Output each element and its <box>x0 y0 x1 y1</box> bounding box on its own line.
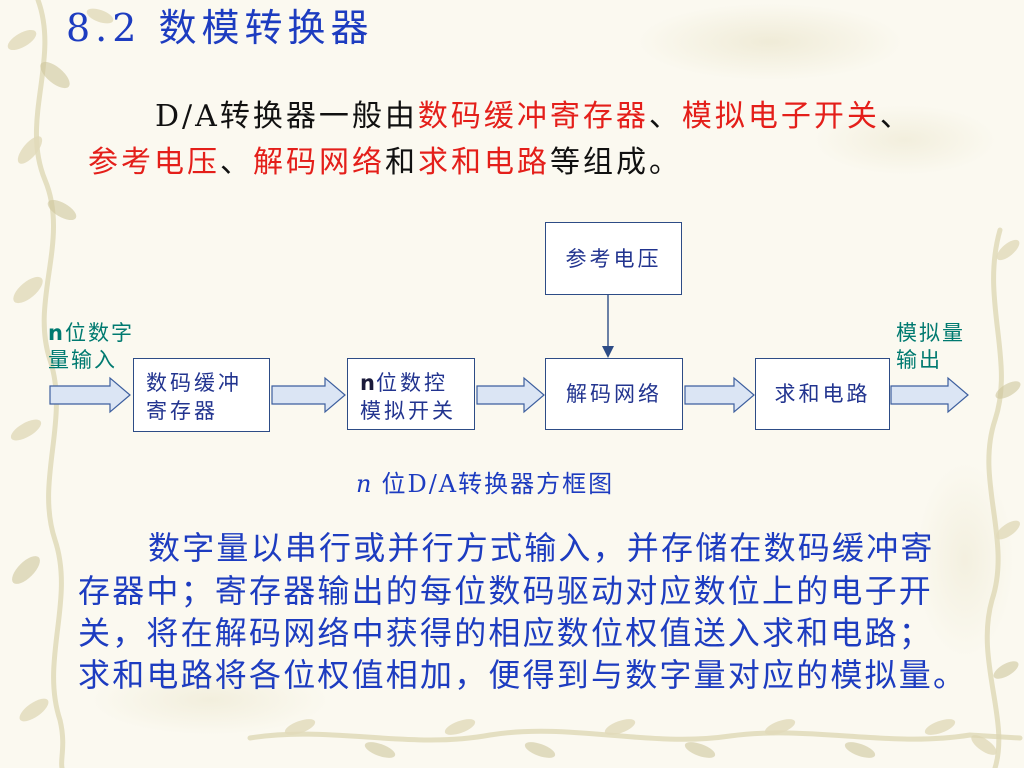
analog-switch-label-line-1: n位数控 <box>360 369 474 397</box>
leaf <box>971 735 997 755</box>
leaf <box>17 136 43 164</box>
leaf <box>995 381 1021 399</box>
intro-text: 和 <box>385 145 418 180</box>
leaf <box>993 661 1019 679</box>
input-label-line-1: n位数字 <box>48 320 134 347</box>
intro-term: 解码网络 <box>253 145 385 180</box>
leaf <box>524 742 556 758</box>
leaf <box>86 8 114 24</box>
leaf <box>684 742 716 758</box>
leaf <box>764 719 796 735</box>
reference-voltage-label: 参考电压 <box>565 246 662 271</box>
body-line: 求和电路将各位权值相加，便得到与数字量对应的模拟量。 <box>78 656 968 694</box>
leaf <box>12 556 40 584</box>
leaf <box>47 199 77 221</box>
intro-text: 、 <box>648 99 682 134</box>
leaf <box>19 698 49 722</box>
slide-title: 8.2 数模转换器 <box>66 6 374 50</box>
bottom-vine <box>247 719 1023 758</box>
leaf <box>10 419 42 441</box>
right-vine-stem <box>984 227 1004 768</box>
buffer-register-box: 数码缓冲 寄存器 <box>133 358 270 432</box>
decoder-network-box: 解码网络 <box>545 358 683 430</box>
leaf <box>284 719 316 735</box>
intro-text: 、 <box>220 145 253 180</box>
buffer-register-label-line-1: 数码缓冲 <box>146 371 242 395</box>
output-label: 模拟量 输出 <box>896 320 965 374</box>
intro-term: 模拟电子开关 <box>681 99 880 134</box>
input-label-text: 位数字 <box>64 321 134 345</box>
leaf <box>844 742 876 758</box>
intro-term: 求和电路 <box>418 145 550 180</box>
intro-line-2: 参考电压、解码网络和求和电路等组成。 <box>88 142 682 184</box>
input-label-line-2: 量输入 <box>48 348 117 372</box>
leaf <box>444 719 476 735</box>
leaf <box>364 742 396 758</box>
input-arrow <box>49 376 131 414</box>
reference-to-decoder-arrowhead <box>602 346 614 358</box>
right-vine <box>971 227 1021 768</box>
analog-switch-box: n位数控 模拟开关 <box>347 358 475 430</box>
leaf <box>996 239 1020 261</box>
caption-text: 位D/A转换器方框图 <box>381 470 615 498</box>
body-line: 关，将在解码网络中获得的相应数位权值送入求和电路； <box>78 614 934 652</box>
intro-term: 参考电压 <box>88 145 220 180</box>
summing-circuit-box: 求和电路 <box>755 358 890 430</box>
intro-text: 等组成。 <box>550 145 682 180</box>
output-arrow <box>890 376 969 414</box>
leaf <box>7 29 37 51</box>
analog-switch-variable: n <box>360 371 375 395</box>
output-label-line-1: 模拟量 <box>896 321 965 345</box>
summing-circuit-label: 求和电路 <box>774 382 871 406</box>
decoder-to-sum-arrow <box>684 376 755 414</box>
intro-term: 数码缓冲寄存器 <box>417 99 649 134</box>
bottom-vine-stem <box>247 728 1023 743</box>
body-line: 数字量以串行或并行方式输入，并存储在数码缓冲寄 <box>148 529 935 567</box>
switch-to-decoder-arrow <box>476 376 545 414</box>
analog-switch-label-line-2: 模拟开关 <box>360 399 456 423</box>
leaf <box>40 61 70 89</box>
caption-variable: n <box>356 470 372 498</box>
buffer-register-label-line-2: 寄存器 <box>146 399 218 423</box>
buffer-to-switch-arrow <box>271 376 346 414</box>
input-label: n位数字 量输入 <box>48 320 134 374</box>
leaf <box>13 276 43 304</box>
leaf <box>924 719 956 735</box>
decoder-network-label: 解码网络 <box>566 382 662 406</box>
body-line: 存器中；寄存器输出的每位数码驱动对应数位上的电子开 <box>78 572 934 610</box>
intro-text: D/A转换器一般由 <box>155 99 418 134</box>
analog-switch-text: 位数控 <box>375 371 448 395</box>
leaf <box>996 520 1020 540</box>
diagram-caption: n 位D/A转换器方框图 <box>356 466 614 502</box>
input-label-variable: n <box>48 321 65 345</box>
leaf <box>604 719 636 735</box>
reference-voltage-box: 参考电压 <box>545 222 682 295</box>
intro-text: 、 <box>879 99 913 134</box>
output-label-line-2: 输出 <box>896 348 942 372</box>
intro-line-1: D/A转换器一般由数码缓冲寄存器、模拟电子开关、 <box>155 96 913 138</box>
